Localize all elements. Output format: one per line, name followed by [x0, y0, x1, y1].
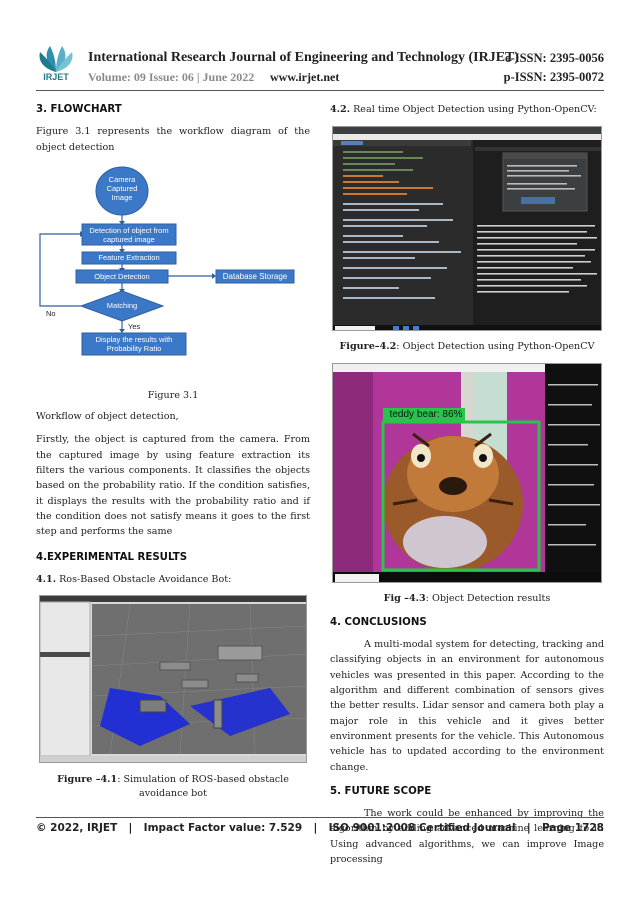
ide-image: [333, 127, 601, 331]
footer-separator-2: |: [313, 822, 318, 834]
ide-screenshot: [332, 126, 602, 332]
figure-4-1-label: Figure –4.1: [57, 774, 118, 786]
subsection-4-2-title: Real time Object Detection using Python-…: [350, 104, 597, 115]
page-header: IRJET International Research Journal of …: [36, 40, 604, 88]
detection-label: teddy bear: 86%: [389, 408, 463, 420]
subsection-4-1-number: 4.1.: [36, 573, 57, 585]
left-column: 3. FLOWCHART Figure 3.1 represents the w…: [36, 96, 310, 801]
detection-result-image: [333, 363, 601, 582]
subsection-4-1-title: Ros-Based Obstacle Avoidance Bot:: [56, 573, 232, 585]
ros-simulation-image: [40, 596, 306, 763]
footer-separator-1: |: [128, 822, 133, 834]
flowchart-diagram: Camera Captured Image Detection of objec…: [36, 161, 310, 386]
e-issn: e-ISSN: 2395-0056: [505, 51, 604, 65]
figure-4-1-caption: Figure –4.1: Simulation of ROS-based obs…: [36, 773, 310, 801]
flow-database-label: Database Storage: [222, 271, 288, 281]
leaf-logo-icon: [39, 46, 73, 72]
subsection-4-1: 4.1. Ros-Based Obstacle Avoidance Bot:: [36, 572, 310, 587]
p-issn: p-ISSN: 2395-0072: [503, 70, 604, 84]
future-scope-heading: 5. FUTURE SCOPE: [330, 785, 432, 797]
volume-issue: Volume: 09 Issue: 06 | June 2022: [88, 70, 255, 84]
flow-no-label: No: [46, 308, 56, 318]
logo-text: IRJET: [43, 72, 69, 82]
figure-4-3-text: : Object Detection results: [425, 592, 551, 604]
flow-display-label: Display the results with Probability Rat…: [95, 334, 173, 353]
figure-4-2-caption: Figure–4.2: Object Detection using Pytho…: [330, 339, 604, 354]
flow-detect-label: Detection of object from captured image: [89, 225, 169, 244]
figure-4-2-label: Figure–4.2: [339, 341, 397, 353]
footer-rule: [36, 817, 604, 818]
subsection-4-2-number: 4.2.: [330, 104, 351, 115]
conclusions-heading: 4. CONCLUSIONS: [330, 616, 427, 628]
footer-copyright: © 2022, IRJET: [36, 822, 118, 834]
workflow-caption: Workflow of object detection,: [36, 411, 179, 423]
figure-4-2-text: : Object Detection using Python-OpenCV: [396, 341, 595, 353]
ros-simulation-screenshot: [39, 595, 307, 764]
flow-feature-label: Feature Extraction: [98, 252, 160, 262]
experimental-heading: 4.EXPERIMENTAL RESULTS: [36, 551, 188, 563]
figure-3-1-caption: Figure 3.1: [147, 389, 199, 401]
detection-result-screenshot: teddy bear: 86%: [332, 362, 602, 583]
figure-4-3-label: Fig –4.3: [383, 592, 426, 604]
footer-separator-3: |: [526, 822, 531, 834]
right-column: 4.2. Real time Object Detection using Py…: [330, 96, 604, 867]
flow-object-label: Object Detection: [94, 271, 150, 281]
subsection-4-2: 4.2. Real time Object Detection using Py…: [330, 102, 604, 117]
flow-matching-label: Matching: [106, 300, 138, 310]
flow-yes-label: Yes: [128, 321, 141, 331]
conclusions-paragraph: A multi-modal system for detecting, trac…: [330, 639, 604, 773]
page-footer: © 2022, IRJET | Impact Factor value: 7.5…: [36, 822, 604, 834]
irjet-logo: IRJET: [36, 44, 76, 84]
flow-start-label: Camera Captured Image: [106, 174, 138, 202]
flowchart-intro: Figure 3.1 represents the workflow diagr…: [36, 126, 310, 153]
flowchart-heading: 3. FLOWCHART: [36, 104, 122, 115]
journal-website: www.irjet.net: [270, 70, 340, 84]
footer-impact-factor: Impact Factor value: 7.529: [143, 822, 303, 834]
footer-iso: ISO 9001:2008 Certified Journal: [328, 822, 516, 834]
journal-title: International Research Journal of Engine…: [88, 50, 520, 65]
figure-4-1-text: : Simulation of ROS-based obstacle avoid…: [117, 774, 289, 800]
footer-page-number: Page 1728: [541, 822, 604, 834]
workflow-paragraph: Firstly, the object is captured from the…: [36, 434, 310, 538]
flowchart-svg: [39, 166, 295, 356]
figure-4-3-caption: Fig –4.3: Object Detection results: [330, 591, 604, 606]
header-rule: [36, 90, 604, 91]
future-scope-paragraph: The work could be enhanced by improving …: [330, 808, 604, 866]
